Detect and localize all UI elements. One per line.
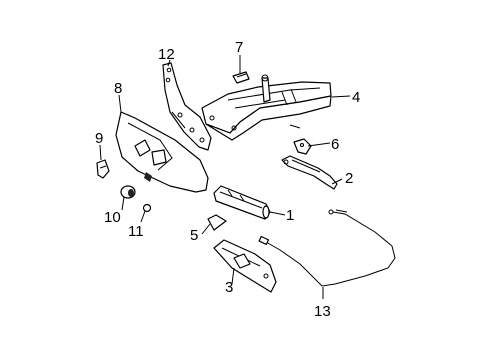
part-1-trim-cover — [213, 185, 271, 220]
callout-2: 2 — [345, 170, 353, 187]
callout-13: 13 — [314, 303, 331, 320]
callout-6: 6 — [331, 136, 339, 153]
part-13-cable — [258, 209, 396, 287]
part-8-lid-panel — [115, 111, 209, 193]
part-4-seat-tray — [201, 74, 332, 141]
leader-lines — [99, 55, 351, 299]
part-5-clip — [207, 214, 227, 231]
callout-1: 1 — [286, 207, 294, 224]
callout-12: 12 — [158, 46, 175, 63]
callout-10: 10 — [104, 209, 121, 226]
callout-labels: 8 9 12 7 4 6 2 1 5 3 10 11 13 — [95, 39, 360, 320]
part-7-cap — [232, 71, 250, 84]
part-12-hinge-bracket — [162, 62, 212, 151]
callout-9: 9 — [95, 130, 103, 147]
callout-3: 3 — [225, 279, 233, 296]
part-2-support-rod — [281, 155, 338, 190]
part-9-bracket — [96, 159, 110, 179]
callout-8: 8 — [114, 80, 122, 97]
callout-4: 4 — [352, 89, 360, 106]
callout-5: 5 — [190, 227, 198, 244]
part-10-knob — [120, 185, 136, 199]
part-6-bracket — [293, 138, 312, 155]
callout-11: 11 — [128, 223, 144, 240]
part-11-fastener — [142, 203, 152, 213]
part-3-lower-trim — [213, 239, 277, 293]
callout-7: 7 — [235, 39, 243, 56]
